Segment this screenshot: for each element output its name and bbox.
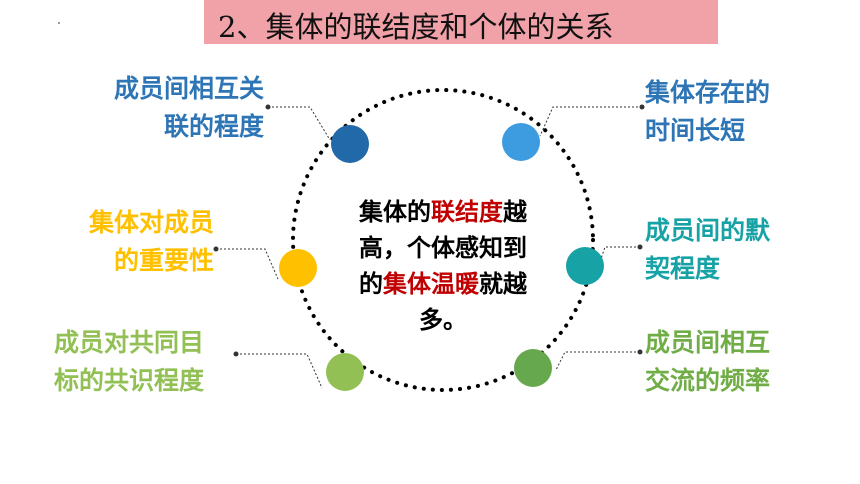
connector-dot-mr xyxy=(637,244,643,250)
node-circle-tr xyxy=(502,123,540,161)
connector-bl xyxy=(236,353,323,389)
dotted-ring xyxy=(291,88,595,392)
connector-mr xyxy=(597,246,640,269)
center-line-3: 的集体温暖就越 xyxy=(359,270,527,298)
label-tr: 集体存在的 时间长短 xyxy=(645,78,771,145)
center-line-2: 高，个体感知到 xyxy=(359,234,527,262)
node-circle-ml xyxy=(279,249,317,287)
label-mr: 成员间的默 契程度 xyxy=(645,216,771,283)
node-circle-br xyxy=(514,349,552,387)
center-line-1: 集体的联结度越 xyxy=(359,198,527,226)
decorative-speck xyxy=(58,22,60,24)
connector-br xyxy=(555,351,640,371)
connector-dot-br xyxy=(637,349,643,355)
connector-dot-tl xyxy=(265,104,271,110)
connector-dot-bl xyxy=(233,351,239,357)
center-line-4: 多。 xyxy=(419,306,467,334)
connector-tr xyxy=(539,106,642,137)
label-br: 成员间相互 交流的频率 xyxy=(645,328,771,395)
connector-dot-ml xyxy=(213,246,219,252)
connector-dot-tr xyxy=(639,104,645,110)
center-statement: 集体的联结度越 高，个体感知到 的集体温暖就越 多。 xyxy=(338,194,548,338)
connector-ml xyxy=(216,248,279,280)
label-ml: 集体对成员 的重要性 xyxy=(88,208,214,275)
node-circle-mr xyxy=(566,247,604,285)
title-bar xyxy=(204,0,718,44)
label-bl: 成员对共同目 标的共识程度 xyxy=(54,328,205,395)
label-tl: 成员间相互关 联的程度 xyxy=(113,74,264,141)
node-circle-bl xyxy=(326,353,364,391)
connector-tl xyxy=(268,106,331,141)
page-title: 2、集体的联结度和个体的关系 xyxy=(218,10,614,44)
node-circle-tl xyxy=(331,125,369,163)
